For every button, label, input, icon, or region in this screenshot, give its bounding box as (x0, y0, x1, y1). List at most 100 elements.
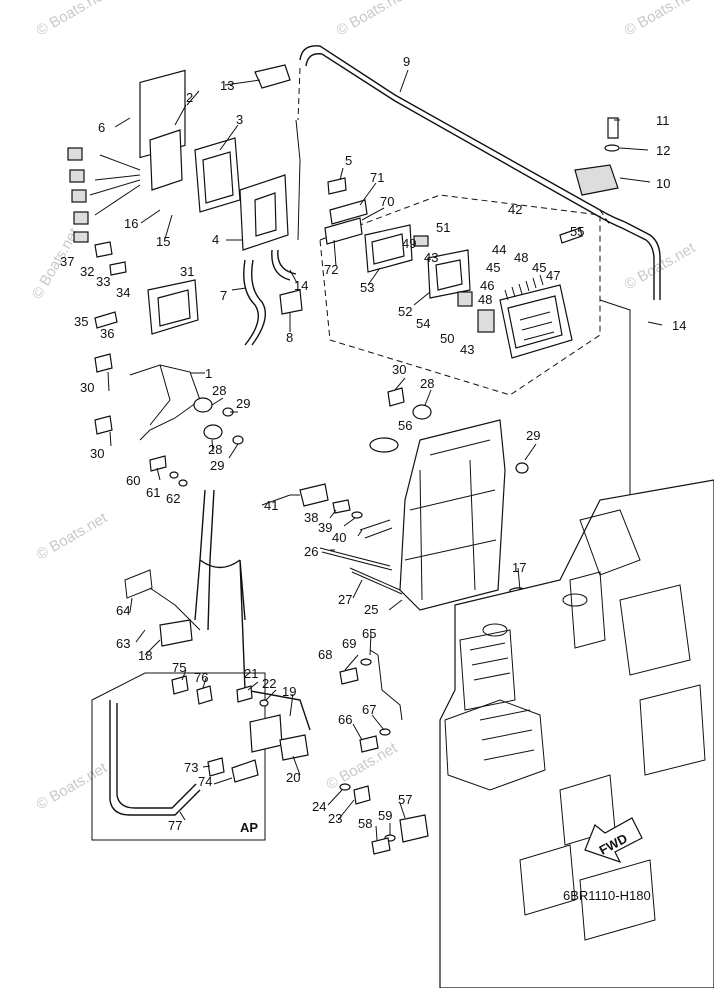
callout-label: 50 (440, 331, 454, 346)
callout-label: 28 (420, 376, 434, 391)
part-30-bolt (387, 387, 405, 407)
callout-label: 25 (364, 602, 378, 617)
callout-label: 5 (345, 153, 352, 168)
part-37-clip (94, 241, 113, 258)
callout-label: 70 (380, 194, 394, 209)
part-38-bolt (332, 499, 351, 514)
part-61-washer (169, 471, 179, 479)
callout-label: 30 (90, 446, 104, 461)
callout-label: 42 (508, 202, 522, 217)
callout-label: 10 (656, 176, 670, 191)
part-44-terminals (504, 274, 544, 301)
part-7-hose (243, 259, 266, 346)
part-29-collar (232, 435, 244, 445)
part-4-bracket (239, 174, 289, 251)
callout-label: 38 (304, 510, 318, 525)
part-28-grommet (412, 404, 432, 420)
callout-label: 41 (264, 498, 278, 513)
callout-label: 49 (402, 236, 416, 251)
callout-label: 65 (362, 626, 376, 641)
part-75-bolt (171, 675, 189, 695)
callout-label: 75 (172, 660, 186, 675)
part-72-plate (324, 217, 363, 245)
callout-label: 48 (514, 250, 528, 265)
callout-label: 45 (532, 260, 546, 275)
callout-label: 48 (478, 292, 492, 307)
part-64-connector (124, 569, 153, 599)
part-71-plate (329, 199, 368, 225)
callout-label: 12 (656, 143, 670, 158)
engine-block (439, 479, 714, 988)
part-28-grommet (203, 424, 223, 440)
callout-label: 52 (398, 304, 412, 319)
callout-label: 20 (286, 770, 300, 785)
callout-label: 66 (338, 712, 352, 727)
part-12-washer (604, 144, 620, 152)
part-68-bolt (339, 667, 359, 685)
callout-label: 45 (486, 260, 500, 275)
part-63-wire (149, 587, 201, 631)
part-3-gasket (194, 137, 241, 213)
callout-label: 17 (512, 560, 526, 575)
part-2-ignition-plate (67, 69, 186, 243)
watermark: © Boats.net (34, 759, 111, 813)
watermark: © Boats.net (34, 0, 111, 39)
part-52-cover (427, 249, 471, 299)
part-10-bracket (574, 164, 619, 196)
callout-label: 1 (205, 366, 212, 381)
callout-label: 34 (116, 285, 130, 300)
part-25-electrical-box (399, 419, 506, 611)
part-22-washer (259, 699, 269, 707)
callout-label: 77 (168, 818, 182, 833)
part-11-bolt (607, 117, 619, 139)
callout-label: 24 (312, 799, 326, 814)
part-5-bolt (327, 177, 347, 195)
callout-label: 46 (480, 278, 494, 293)
part-58-bolt (371, 837, 391, 855)
callout-label: 27 (338, 592, 352, 607)
part-62-washer (178, 479, 188, 487)
callout-label: 15 (156, 234, 170, 249)
callout-label: 64 (116, 603, 130, 618)
callout-label: 58 (358, 816, 372, 831)
callout-label: 55 (570, 224, 584, 239)
part-29-collar (515, 462, 529, 474)
hose-9 (299, 45, 661, 300)
part-8-clip (279, 289, 303, 315)
callout-label: 29 (210, 458, 224, 473)
callout-label: 21 (244, 666, 258, 681)
part-41-cap (299, 483, 329, 507)
callout-label: 14 (294, 278, 308, 293)
part-31-unit (147, 279, 199, 335)
callout-label: 61 (146, 485, 160, 500)
part-66-bolt (359, 735, 379, 753)
callout-label: 72 (324, 262, 338, 277)
part-55-screw (559, 227, 583, 244)
part-23-bolt (353, 785, 371, 805)
callout-label: 14 (672, 318, 686, 333)
ap-box (91, 672, 266, 841)
callout-label: 69 (342, 636, 356, 651)
part-48-part (477, 309, 495, 333)
callout-label: 71 (370, 170, 384, 185)
part-76-clip (196, 685, 213, 705)
part-14-hose (271, 249, 297, 281)
group-42-box (319, 194, 601, 396)
part-40-terminal (359, 519, 393, 539)
callout-label: 13 (220, 78, 234, 93)
leader-lines (107, 69, 663, 841)
part-13-clamp (254, 64, 291, 89)
wire-harness (194, 489, 311, 731)
part-28-grommet (193, 397, 213, 413)
part-1-bracket (129, 364, 201, 441)
part-60-bolt (149, 455, 167, 472)
part-30-bolt (94, 415, 113, 435)
watermark: © Boats.net (622, 0, 699, 39)
part-19-relay (249, 714, 283, 753)
callout-label: 76 (194, 670, 208, 685)
callout-label: 35 (74, 314, 88, 329)
callout-label: 73 (184, 760, 198, 775)
callout-label: 19 (282, 684, 296, 699)
callout-label: 33 (96, 274, 110, 289)
